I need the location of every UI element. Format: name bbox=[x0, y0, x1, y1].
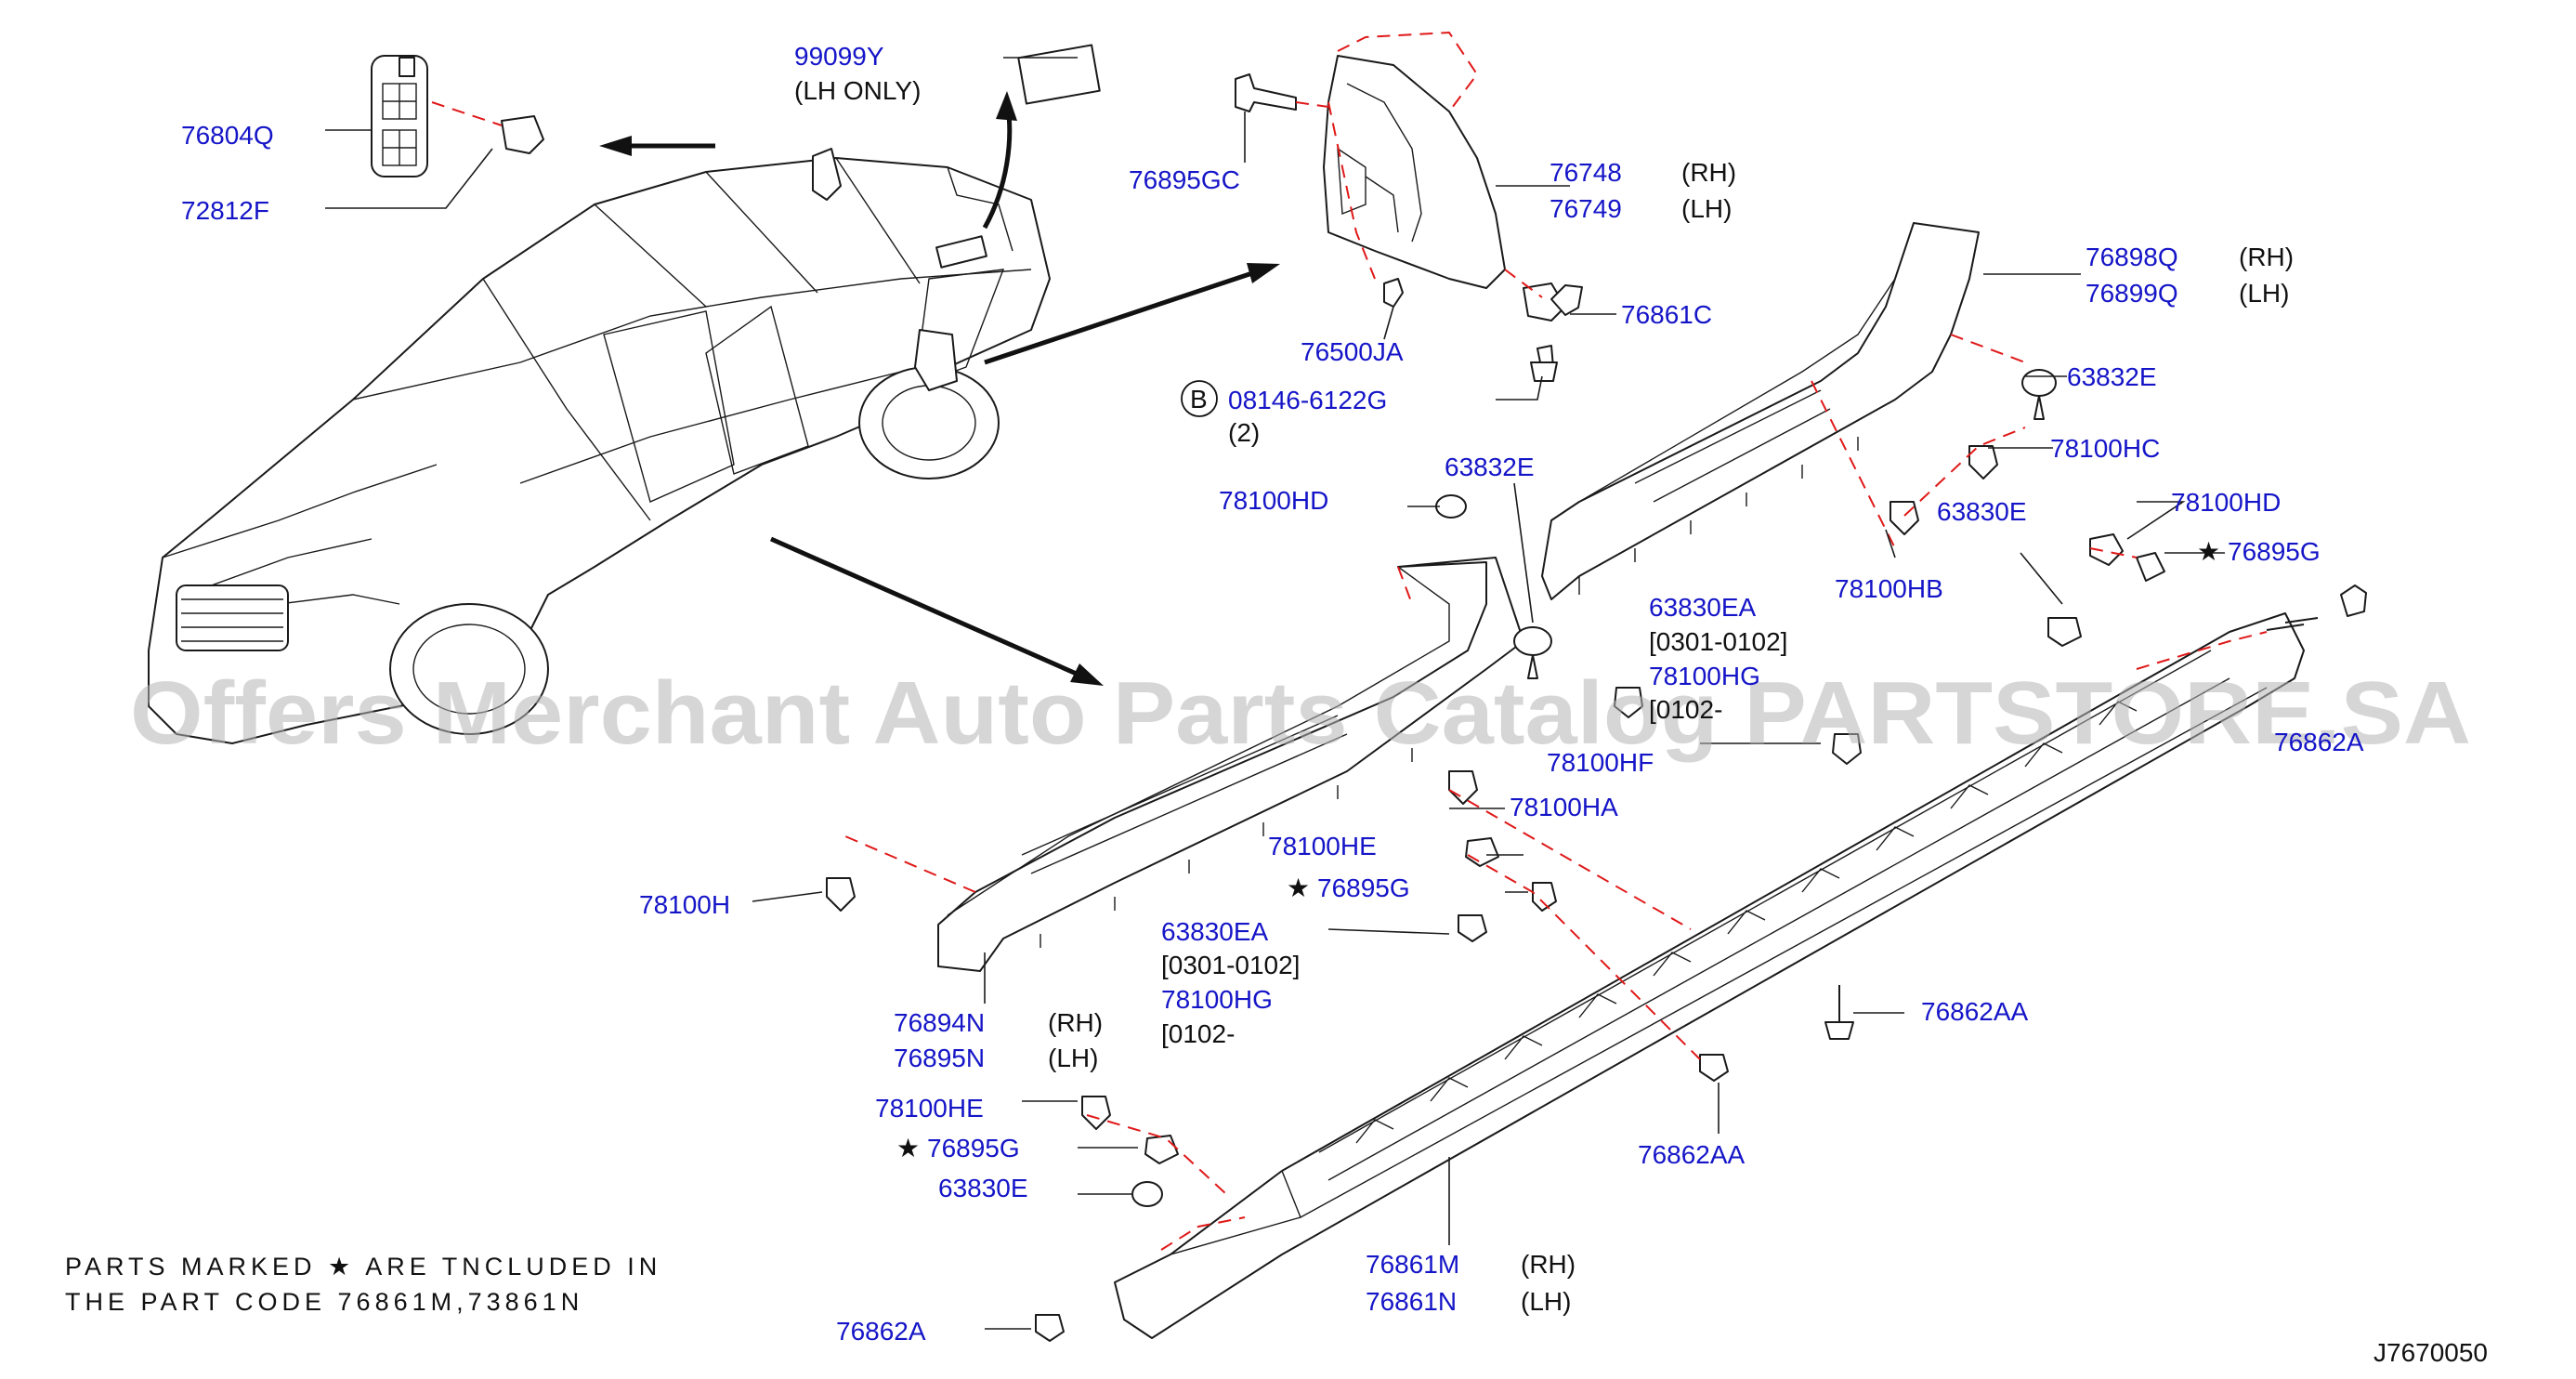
top-left-parts bbox=[371, 44, 1101, 177]
label-78100hg-lower-range: [0102- bbox=[1161, 1019, 1235, 1048]
note-line-1: PARTS MARKED ★ ARE TNCLUDED IN bbox=[65, 1253, 661, 1280]
label-78100he-lower[interactable]: 78100HE bbox=[875, 1094, 984, 1123]
label-78100hd-right[interactable]: 78100HD bbox=[2171, 488, 2281, 517]
star-icon: ★ bbox=[2197, 537, 2220, 566]
car-illustration bbox=[148, 148, 1051, 744]
label-76749[interactable]: 76749 bbox=[1550, 194, 1622, 223]
label-76862a-lower[interactable]: 76862A bbox=[836, 1317, 926, 1346]
lower-sill-molding bbox=[1114, 612, 2305, 1339]
label-76895n[interactable]: 76895N bbox=[894, 1044, 985, 1072]
label-78100hg-upper-range: [0102- bbox=[1649, 695, 1722, 724]
label-08146-6122g[interactable]: 08146-6122G bbox=[1228, 386, 1387, 414]
label-76898q[interactable]: 76898Q bbox=[2086, 243, 2178, 271]
label-76748[interactable]: 76748 bbox=[1550, 158, 1622, 187]
label-76899q-side: (LH) bbox=[2239, 279, 2289, 308]
watermark: Offers Merchant Auto Parts Catalog PARTS… bbox=[130, 663, 2471, 763]
label-76895n-side: (LH) bbox=[1048, 1044, 1098, 1072]
label-76861c[interactable]: 76861C bbox=[1621, 300, 1712, 329]
label-76500ja[interactable]: 76500JA bbox=[1301, 337, 1404, 366]
label-63830e-lower[interactable]: 63830E bbox=[938, 1174, 1028, 1202]
label-76894n-side: (RH) bbox=[1048, 1008, 1103, 1037]
label-76862aa-middle[interactable]: 76862AA bbox=[1638, 1140, 1746, 1169]
label-78100ha[interactable]: 78100HA bbox=[1510, 793, 1618, 821]
rear-bracket bbox=[1235, 31, 1566, 373]
label-76898q-side: (RH) bbox=[2239, 243, 2294, 271]
label-76895g-right[interactable]: 76895G bbox=[2228, 537, 2321, 566]
label-76749-side: (LH) bbox=[1681, 194, 1732, 223]
label-76861n-side: (LH) bbox=[1521, 1287, 1571, 1316]
direction-arrows bbox=[599, 91, 1280, 686]
label-76862a-right[interactable]: 76862A bbox=[2274, 728, 2364, 756]
star-icon: ★ bbox=[896, 1134, 920, 1162]
label-78100hc[interactable]: 78100HC bbox=[2050, 434, 2160, 463]
label-78100he-middle[interactable]: 78100HE bbox=[1268, 832, 1377, 860]
label-63830ea-upper[interactable]: 63830EA bbox=[1649, 593, 1757, 622]
label-63832e-middle[interactable]: 63832E bbox=[1445, 453, 1535, 481]
part-labels: 99099Y (LH ONLY) 76804Q 72812F 76895GC 7… bbox=[181, 42, 2364, 1346]
label-76895gc[interactable]: 76895GC bbox=[1129, 165, 1240, 194]
label-78100hd-left[interactable]: 78100HD bbox=[1219, 486, 1328, 515]
note-line-2: THE PART CODE 76861M,73861N bbox=[65, 1288, 583, 1316]
footnote: PARTS MARKED ★ ARE TNCLUDED IN THE PART … bbox=[65, 1253, 661, 1316]
label-99099y[interactable]: 99099Y bbox=[794, 42, 884, 71]
badge-b: B bbox=[1190, 385, 1208, 414]
label-63832e-right[interactable]: 63832E bbox=[2067, 362, 2157, 391]
label-63830ea-upper-range: [0301-0102] bbox=[1649, 627, 1787, 656]
leader-lines bbox=[325, 57, 2225, 1330]
label-76804q[interactable]: 76804Q bbox=[181, 121, 274, 150]
upper-sill-panel bbox=[1541, 222, 2026, 600]
label-78100h[interactable]: 78100H bbox=[639, 890, 730, 919]
middle-sill-panel bbox=[844, 557, 1524, 972]
badge-b-circle bbox=[1181, 380, 1218, 417]
label-76895g-lower[interactable]: 76895G bbox=[927, 1134, 1020, 1162]
label-76862aa-right[interactable]: 76862AA bbox=[1921, 997, 2029, 1026]
label-72812f[interactable]: 72812F bbox=[181, 196, 269, 225]
label-78100hg-lower[interactable]: 78100HG bbox=[1161, 985, 1273, 1014]
label-76861n[interactable]: 76861N bbox=[1366, 1287, 1457, 1316]
label-76895g-middle[interactable]: 76895G bbox=[1317, 873, 1410, 902]
label-76899q[interactable]: 76899Q bbox=[2086, 279, 2178, 308]
drawing-code: J7670050 bbox=[2373, 1338, 2488, 1367]
label-63830ea-lower-range: [0301-0102] bbox=[1161, 951, 1300, 979]
label-78100hf[interactable]: 78100HF bbox=[1547, 748, 1654, 777]
label-76748-side: (RH) bbox=[1681, 158, 1736, 187]
label-76861m[interactable]: 76861M bbox=[1366, 1250, 1459, 1279]
label-78100hg-upper[interactable]: 78100HG bbox=[1649, 662, 1760, 690]
label-76861m-side: (RH) bbox=[1521, 1250, 1576, 1279]
label-63830e-right[interactable]: 63830E bbox=[1937, 497, 2027, 526]
label-78100hb[interactable]: 78100HB bbox=[1835, 574, 1943, 603]
label-99099y-note: (LH ONLY) bbox=[794, 76, 921, 105]
label-08146-6122g-qty: (2) bbox=[1228, 418, 1260, 447]
label-63830ea-lower[interactable]: 63830EA bbox=[1161, 917, 1269, 946]
star-icon: ★ bbox=[1287, 873, 1310, 902]
label-76894n[interactable]: 76894N bbox=[894, 1008, 985, 1037]
